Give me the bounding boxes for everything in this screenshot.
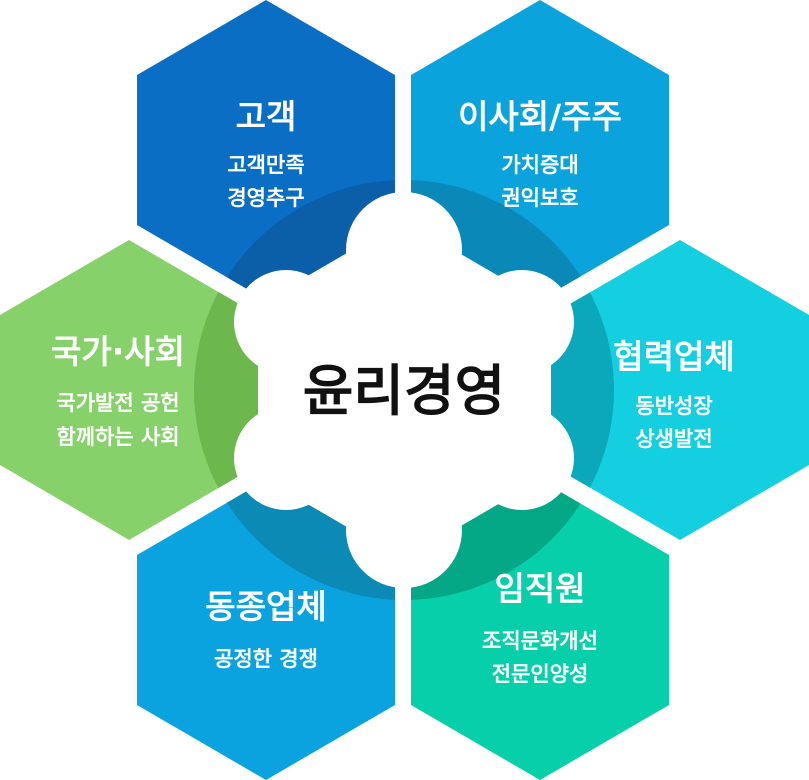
hexagon-society: 국가·사회 국가발전 공헌 함께하는 사회 xyxy=(0,240,258,540)
hexagon-partners-line-1: 동반성장 xyxy=(635,394,712,418)
hexagon-society-line-1: 국가발전 공헌 xyxy=(56,391,179,415)
hexagon-board-title: 이사회/주주 xyxy=(458,97,622,136)
hexagon-board-line-2: 권익보호 xyxy=(501,186,578,210)
hexagon-customer-line-2: 경영추구 xyxy=(227,186,304,210)
hexagon-partners: 협력업체 동반성장 상생발전 xyxy=(551,240,809,540)
hexagon-competitors-title: 동종업체 xyxy=(205,587,326,626)
hexagon-competitors-line-1: 공정한 경쟁 xyxy=(214,647,318,671)
hexagon-customer-title: 고객 xyxy=(236,97,297,136)
hexagon-employees-line-2: 전문인양성 xyxy=(492,662,589,686)
center-title: 윤리경영 xyxy=(303,359,505,423)
hexagon-society-title: 국가·사회 xyxy=(51,332,185,371)
hexagon-society-line-2: 함께하는 사회 xyxy=(56,425,179,449)
hexagon-customer-line-1: 고객만족 xyxy=(227,153,304,177)
hexagon-employees-title: 임직원 xyxy=(494,569,585,608)
hexagon-partners-shape xyxy=(551,240,809,540)
center-circle xyxy=(234,192,574,588)
hexagon-board-line-1: 가치증대 xyxy=(501,153,578,177)
hexagon-partners-title: 협력업체 xyxy=(613,337,734,376)
hexagon-employees-line-1: 조직문화개선 xyxy=(482,629,598,653)
hexagon-partners-line-2: 상생발전 xyxy=(635,427,712,451)
hexagon-society-shape xyxy=(0,240,258,540)
